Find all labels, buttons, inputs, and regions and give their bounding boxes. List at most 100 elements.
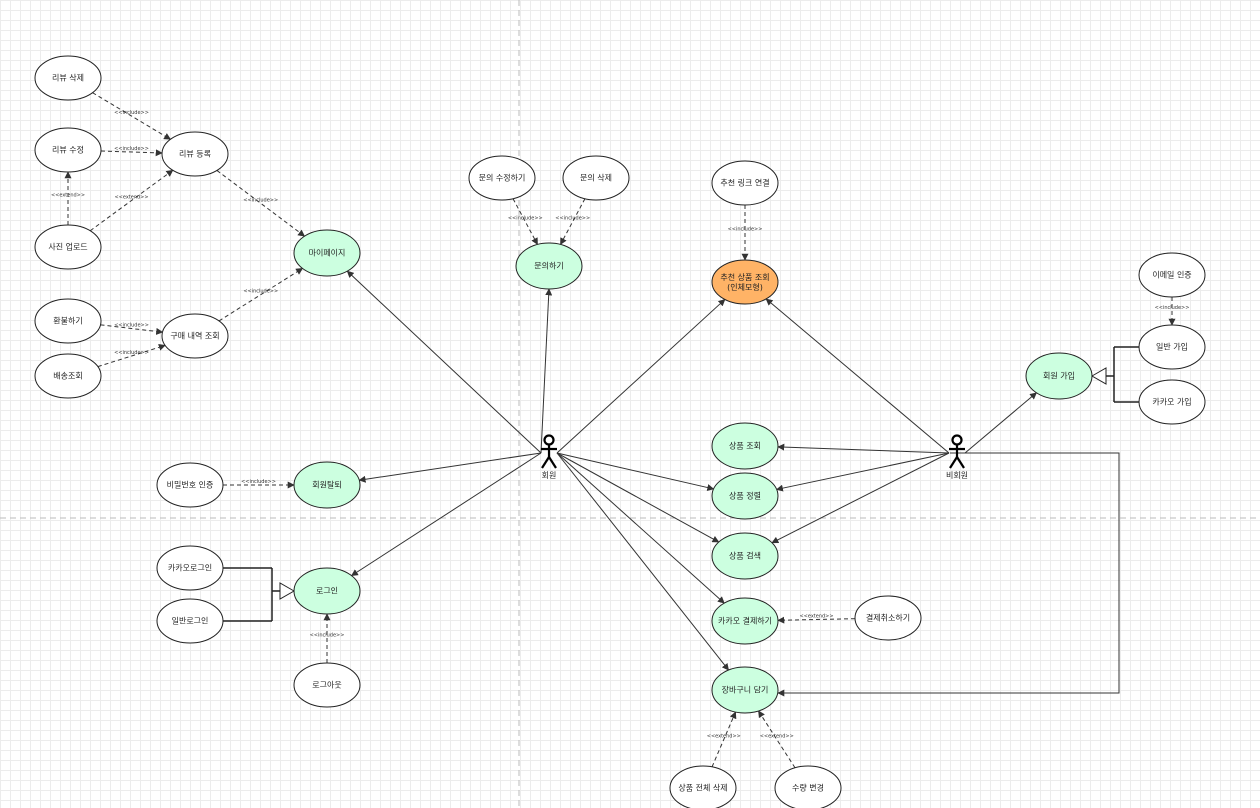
actor-label: 비회원 [946,471,968,480]
use-case-photo-upload[interactable]: 사진 업로드 [34,224,102,270]
use-case-normal-login[interactable]: 일반로그인 [156,598,224,644]
use-case-product-sort[interactable]: 상품 정렬 [711,472,779,520]
generalization-arrowhead [1090,367,1107,385]
use-case-product-view[interactable]: 상품 조회 [711,422,779,470]
stereotype-label: <<include>> [114,350,149,356]
edge-line [89,169,174,232]
use-case-inquiry-delete[interactable]: 문의 삭제 [562,155,630,201]
dependency-photo_upload-to-review_edit: <<extend>> [51,171,85,225]
dependency-inquiry_edit-to-inquiry: <<include>> [508,198,543,246]
association-guest-to-product_sort [775,452,950,492]
use-case-label: 로그아웃 [312,680,341,690]
use-case-review-register[interactable]: 리뷰 등록 [161,131,229,177]
use-case-pay-cancel[interactable]: 결제취소하기 [854,595,922,641]
use-case-refund[interactable]: 환불하기 [34,298,102,344]
dependency-inquiry_delete-to-inquiry: <<include>> [555,198,590,246]
use-case-normal-signup[interactable]: 일반 가입 [1138,324,1206,370]
actor-right-leg [956,456,965,469]
generalization-arrowhead [279,582,296,600]
actor-guest[interactable]: 비회원 [946,434,968,481]
dependency-review_edit-to-review_register: <<include>> [100,146,163,157]
stereotype-label: <<include>> [728,227,763,233]
stereotype-label: <<include>> [114,323,149,329]
use-case-rec-link[interactable]: 추천 링크 연결 [711,160,779,206]
use-case-ellipse [515,242,583,290]
use-case-ellipse [562,155,630,201]
dependency-rec_link-to-rec_product: <<include>> [728,205,763,261]
use-case-label: 카카오 가입 [1152,398,1191,407]
dependency-review_register-to-mypage: <<include>> [216,170,306,237]
actor-left-leg [949,456,958,469]
use-case-label: 구매 내역 조회 [170,331,219,341]
use-case-kakao-signup[interactable]: 카카오 가입 [1138,379,1206,425]
dependency-purchase_history-to-mypage: <<include>> [218,267,304,322]
use-case-product-search[interactable]: 상품 검색 [711,532,779,580]
use-case-label-line: 추천 상품 조회 [720,272,769,282]
use-case-kakao-login[interactable]: 카카오로그인 [156,545,224,591]
edge-line [777,443,950,454]
use-case-label: 상품 검색 [729,551,761,561]
use-case-qty-change[interactable]: 수량 변경 [774,765,842,808]
association-member-to-mypage [346,270,542,454]
use-case-delivery[interactable]: 배송조회 [34,353,102,399]
association-guest-to-signup [964,392,1037,454]
use-case-cart[interactable]: 장바구니 담기 [711,666,779,714]
edge-line [346,270,542,454]
use-case-pw-verify[interactable]: 비밀번호 인증 [156,462,224,508]
use-case-label: 리뷰 수정 [52,145,84,155]
edge-line [512,198,538,246]
use-case-review-delete[interactable]: 리뷰 삭제 [34,55,102,101]
use-case-label: 일반 가입 [1156,343,1188,352]
use-case-label: 카카오로그인 [168,563,212,573]
use-case-withdraw[interactable]: 회원탈퇴 [293,461,361,509]
relations-layer: <<include>> <<include>> <<extend>> <<extend… [51,92,1190,769]
use-case-ellipse [1138,252,1206,298]
use-case-label: 리뷰 삭제 [52,73,84,83]
stereotype-label: <<include>> [114,110,149,116]
use-case-ellipse [711,532,779,580]
stereotype-label: <<include>> [1155,305,1190,311]
use-case-label: 장바구니 담기 [722,685,769,695]
use-case-ellipse [468,155,536,201]
use-case-login[interactable]: 로그인 [293,567,361,615]
edge-line [560,198,586,246]
edge-line [556,298,726,454]
use-case-label: 추천 링크 연결 [720,178,769,188]
use-case-ellipse [854,595,922,641]
association-member-to-withdraw [358,452,542,483]
association-guest-to-rec_product [765,298,950,454]
actor-right-leg [548,456,557,469]
use-case-ellipse [156,598,224,644]
use-case-purchase-history[interactable]: 구매 내역 조회 [161,313,229,359]
use-case-inquiry-edit[interactable]: 문의 수정하기 [468,155,536,201]
actor-member[interactable]: 회원 [541,434,557,481]
use-case-ellipse [293,461,361,509]
use-case-label: 비밀번호 인증 [167,480,214,490]
use-case-inquiry[interactable]: 문의하기 [515,242,583,290]
use-case-signup[interactable]: 회원 가입 [1025,352,1093,400]
use-case-ellipse [34,298,102,344]
use-case-kakao-pay[interactable]: 카카오 결제하기 [711,597,779,645]
edge-line [771,452,950,544]
edge-line [765,298,950,454]
association-member-to-product_sort [556,452,715,491]
use-case-delete-all[interactable]: 상품 전체 삭제 [669,765,737,808]
dependency-qty_change-to-cart: <<extend>> [758,710,796,769]
use-case-logout[interactable]: 로그아웃 [293,662,361,708]
use-case-label: 결제취소하기 [866,613,910,623]
use-case-email-verify[interactable]: 이메일 인증 [1138,252,1206,298]
use-case-ellipse [34,224,102,270]
dependency-delete_all-to-cart: <<extend>> [707,711,741,768]
association-guest-to-product_search [771,452,950,544]
dependency-email_verify-to-normal_signup: <<include>> [1155,297,1190,326]
use-case-label: 환불하기 [53,316,82,326]
use-case-mypage[interactable]: 마이페이지 [293,229,361,277]
use-case-ellipse [156,545,224,591]
stereotype-label: <<include>> [508,216,543,222]
stereotype-label: <<extend>> [114,195,148,201]
edge-line [556,452,730,671]
use-case-label: 회원 가입 [1043,372,1075,381]
use-case-rec-product[interactable]: 추천 상품 조회(인체모형) [711,259,779,305]
use-case-review-edit[interactable]: 리뷰 수정 [34,127,102,173]
